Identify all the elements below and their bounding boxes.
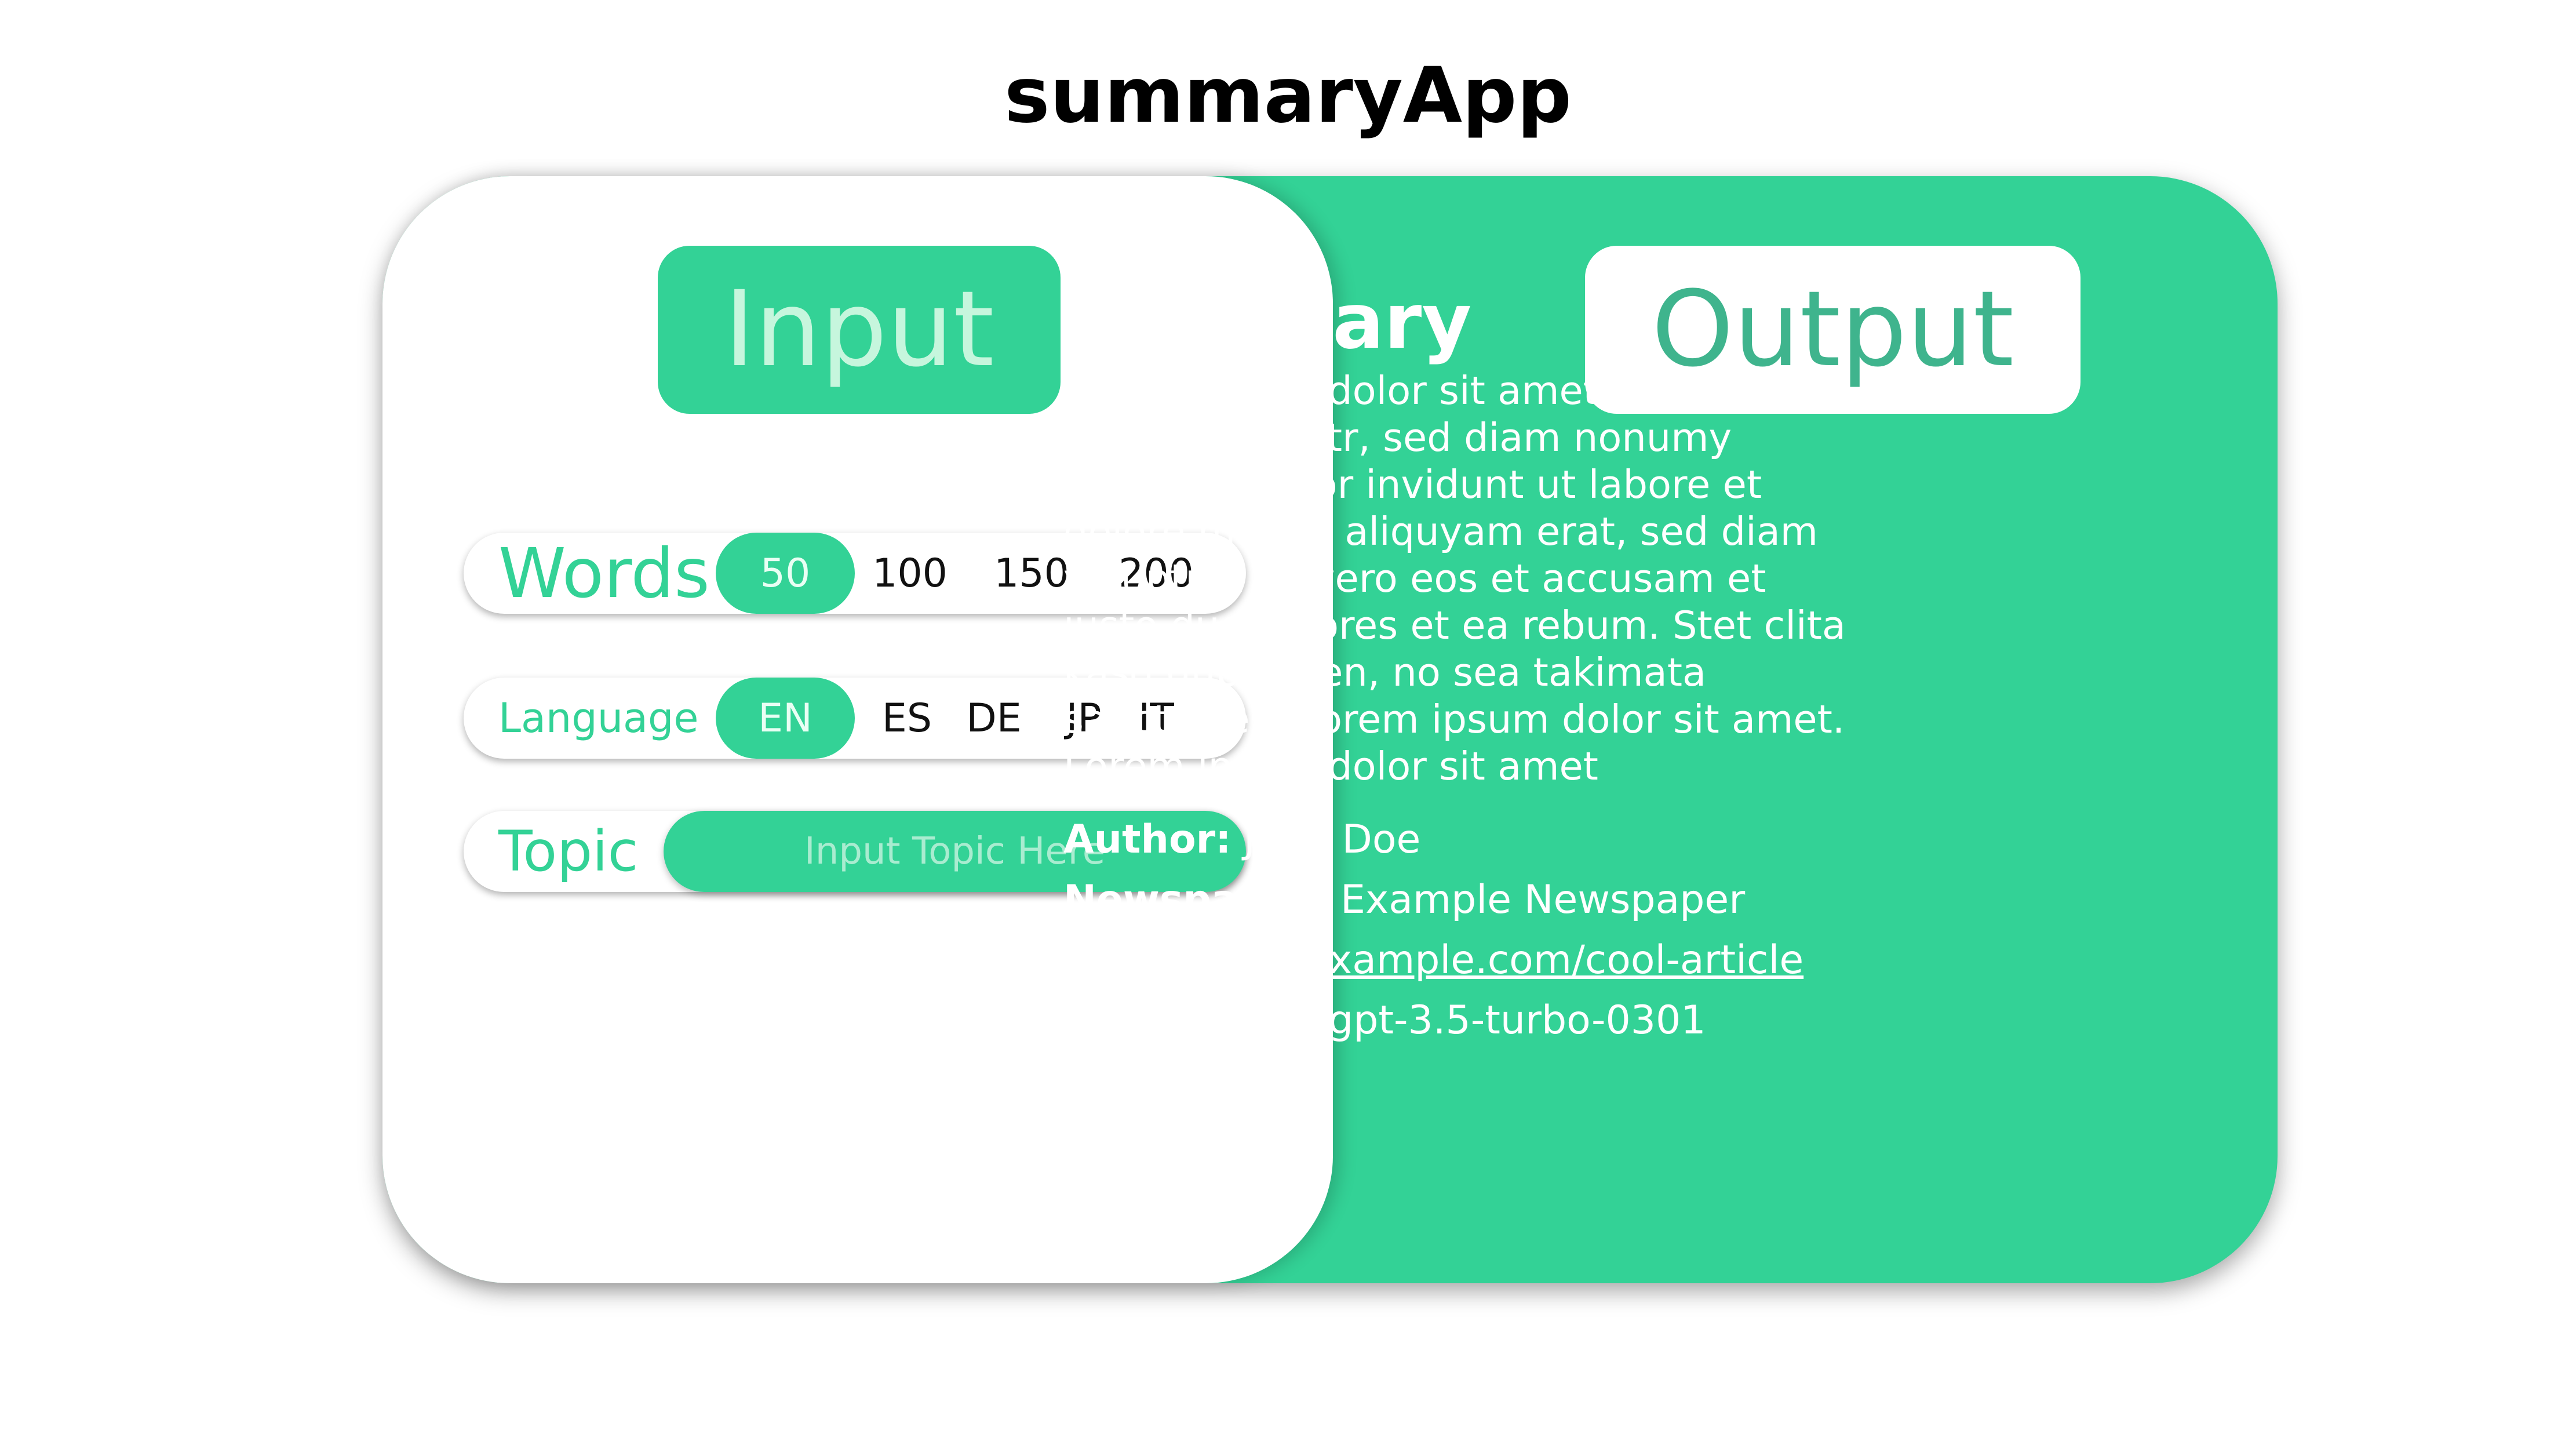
author-value: John Doe <box>1244 817 1421 862</box>
link-label: Link: <box>1063 937 1172 983</box>
words-selector: Words 50 100 150 200 <box>464 533 1246 614</box>
input-header: Input <box>658 246 1061 414</box>
link-line: Link: http://example.com/cool-article <box>1063 930 1863 991</box>
language-label: Language <box>498 694 699 742</box>
model-line: GPT Model: gpt-3.5-turbo-0301 <box>1063 991 1863 1051</box>
words-option-100[interactable]: 100 <box>872 550 948 596</box>
output-header: Output <box>1585 246 2081 414</box>
author-label: Author: <box>1063 817 1231 862</box>
summary-heading: Summary <box>1063 277 1472 366</box>
summary-text: Lorem ipsum dolor sit amet, consetetur s… <box>1063 368 1846 789</box>
article-link[interactable]: http://example.com/cool-article <box>1185 937 1804 983</box>
language-option-jp[interactable]: JP <box>1066 695 1102 741</box>
model-value: gpt-3.5-turbo-0301 <box>1328 997 1706 1043</box>
language-option-it[interactable]: IT <box>1138 695 1174 741</box>
words-label: Words <box>498 533 710 613</box>
language-option-en[interactable]: EN <box>716 678 855 759</box>
newspaper-line: Newspaper: Example Newspaper <box>1063 870 1863 930</box>
words-option-150[interactable]: 150 <box>994 550 1069 596</box>
model-label: GPT Model: <box>1063 997 1316 1043</box>
topic-input[interactable] <box>664 811 1246 892</box>
newspaper-value: Example Newspaper <box>1340 877 1746 923</box>
words-option-50[interactable]: 50 <box>716 533 855 614</box>
words-option-200[interactable]: 200 <box>1118 550 1194 596</box>
summary-metadata: Author: John Doe Newspaper: Example News… <box>1063 810 1863 1051</box>
topic-label: Topic <box>498 819 639 884</box>
language-selector: Language EN ES DE JP IT <box>464 678 1246 759</box>
app-card: Input Words 50 100 150 200 Language EN E… <box>382 176 2278 1283</box>
topic-field-row: Topic <box>464 811 1246 892</box>
language-option-es[interactable]: ES <box>881 695 932 741</box>
author-line: Author: John Doe <box>1063 810 1863 870</box>
app-title: summaryApp <box>1004 51 1572 140</box>
summary-section: Summary Lorem ipsum dolor sit amet, cons… <box>1063 278 1863 1051</box>
language-option-de[interactable]: DE <box>966 695 1022 741</box>
input-panel: Input Words 50 100 150 200 Language EN E… <box>382 176 1333 1283</box>
newspaper-label: Newspaper: <box>1063 877 1328 923</box>
